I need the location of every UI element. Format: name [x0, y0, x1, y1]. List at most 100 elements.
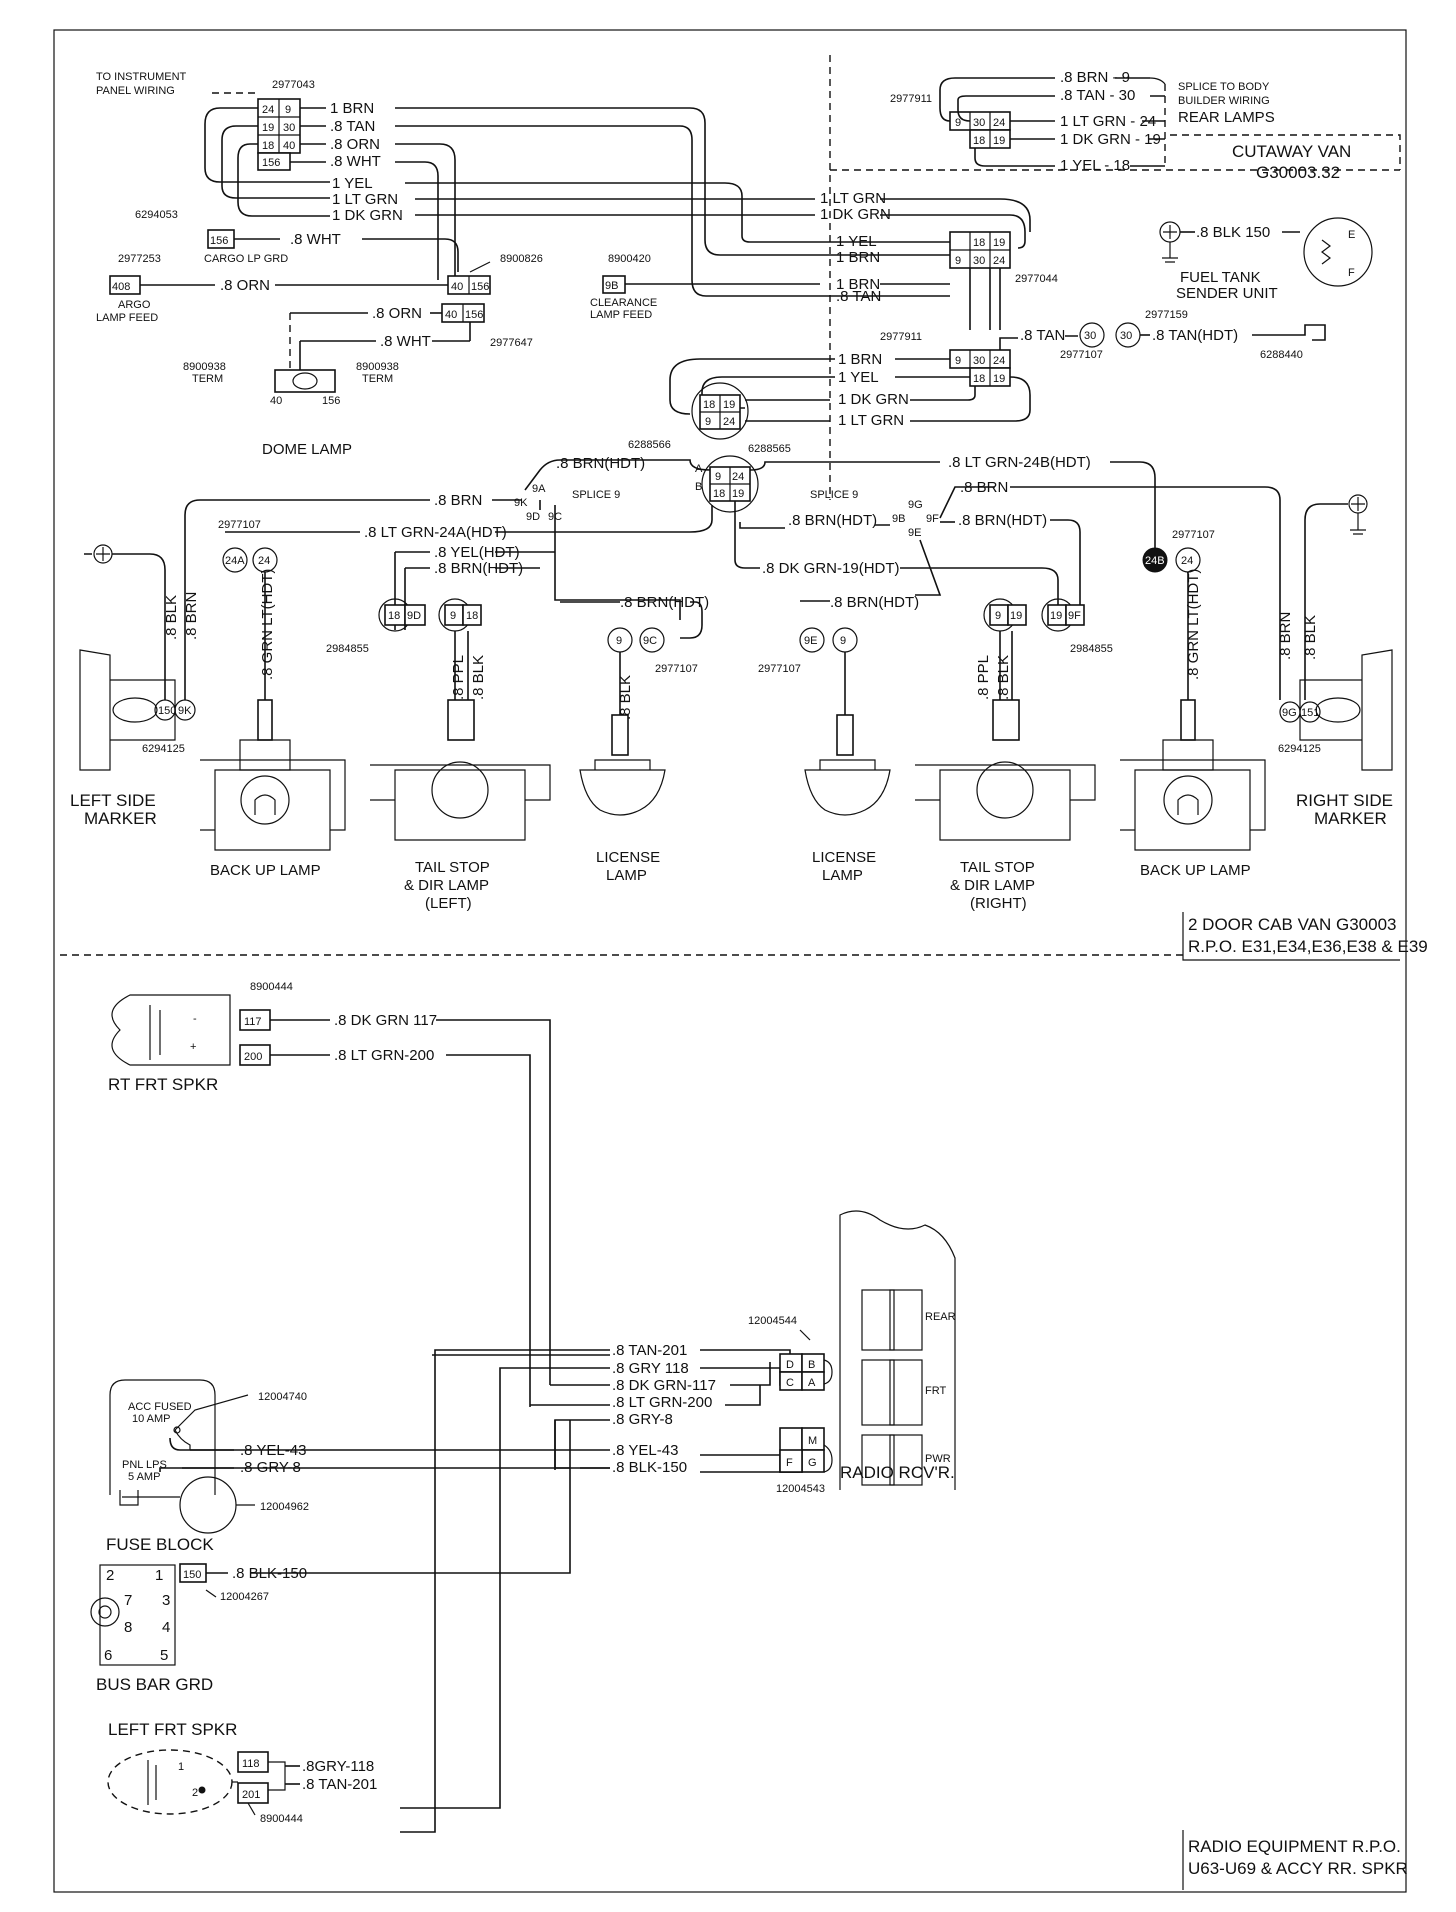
svg-text:.8GRY-118: .8GRY-118: [302, 1758, 374, 1775]
svg-text:9G: 9G: [908, 499, 923, 511]
svg-text:24B: 24B: [1145, 555, 1165, 567]
svg-text:9: 9: [955, 117, 961, 129]
cargo-lamp-feed: 2977253 408 ARGO LAMP FEED .8 ORN: [96, 253, 448, 324]
svg-text:.8 TAN-201: .8 TAN-201: [302, 1776, 377, 1793]
lower-connector-2977911: 2977911 9 30 24 18 19 .8 TAN 30 2977107 …: [669, 309, 1326, 429]
svg-text:2977911: 2977911: [890, 93, 932, 105]
svg-text:RADIO EQUIPMENT R.P.O.: RADIO EQUIPMENT R.P.O.: [1188, 1837, 1401, 1856]
svg-text:F: F: [786, 1457, 793, 1469]
license-lamp-left: 9 9C 2977107 .8 BLK LICENSE LAMP: [579, 627, 698, 884]
svg-text:.8 TAN(HDT): .8 TAN(HDT): [1152, 327, 1238, 344]
svg-text:2977253: 2977253: [118, 253, 161, 265]
svg-text:1 DK GRN - 19: 1 DK GRN - 19: [1060, 131, 1161, 148]
svg-text:2977044: 2977044: [1015, 273, 1058, 285]
svg-text:6288566: 6288566: [628, 439, 671, 451]
svg-text:8900938: 8900938: [356, 361, 399, 373]
svg-text:4: 4: [162, 1619, 170, 1636]
upper-caption: 2 DOOR CAB VAN G30003 R.P.O. E31,E34,E36…: [1182, 912, 1428, 961]
svg-text:.8 BRN(HDT): .8 BRN(HDT): [788, 512, 877, 529]
svg-text:.8 BRN - 9: .8 BRN - 9: [1060, 69, 1130, 86]
svg-text:18: 18: [262, 140, 274, 152]
hdt-harness: .8 BRN(HDT) .8 LT GRN-24B(HDT) .8 BRN SP…: [200, 454, 1281, 639]
svg-text:.8 LT GRN-200: .8 LT GRN-200: [334, 1047, 434, 1064]
back-up-lamp-left: 2977107 24A 24 .8 GRN LT(HDT) BACK UP LA…: [200, 519, 346, 879]
svg-text:.8 BLK: .8 BLK: [1302, 615, 1319, 660]
svg-text:.8 LT GRN-24A(HDT): .8 LT GRN-24A(HDT): [364, 524, 507, 541]
svg-text:19: 19: [993, 373, 1005, 385]
svg-text:6288440: 6288440: [1260, 349, 1303, 361]
svg-text:24: 24: [262, 104, 274, 116]
svg-text:1: 1: [155, 1567, 163, 1584]
svg-text:CARGO LP GRD: CARGO LP GRD: [204, 253, 288, 265]
svg-text:2977043: 2977043: [272, 79, 315, 91]
svg-text:1 BRN: 1 BRN: [330, 100, 374, 117]
svg-text:MARKER: MARKER: [84, 809, 157, 828]
svg-text:408: 408: [112, 281, 130, 293]
svg-text:BUS BAR GRD: BUS BAR GRD: [96, 1675, 213, 1694]
svg-text:1 YEL: 1 YEL: [838, 369, 879, 386]
svg-text:RIGHT SIDE: RIGHT SIDE: [1296, 791, 1393, 810]
svg-text:(LEFT): (LEFT): [425, 895, 472, 912]
tail-stop-lamp-right: 9 19 19 9F 2984855 .8 PPL .8 BLK TAIL ST…: [915, 598, 1113, 912]
svg-text:30: 30: [1120, 330, 1132, 342]
svg-text:40: 40: [283, 140, 295, 152]
power-connector-12004543: M F G 12004543: [776, 1427, 833, 1495]
left-frt-spkr: LEFT FRT SPKR 1 2 118 201 .8GRY-118 .8 T…: [107, 1720, 377, 1825]
svg-text:12004267: 12004267: [220, 1591, 269, 1603]
svg-text:18: 18: [466, 610, 478, 622]
svg-text:9G: 9G: [1282, 707, 1297, 719]
svg-text:30: 30: [973, 355, 985, 367]
tail-stop-lamp-left: 18 9D 9 18 2984855 .8 PPL .8 BLK TAIL ST…: [326, 598, 551, 912]
svg-text:40: 40: [445, 309, 457, 321]
svg-text:SPLICE 9: SPLICE 9: [810, 489, 858, 501]
svg-text:156: 156: [465, 309, 483, 321]
svg-text:LICENSE: LICENSE: [596, 849, 660, 866]
svg-text:30: 30: [283, 122, 295, 134]
svg-text:1 LT GRN - 24: 1 LT GRN - 24: [1060, 113, 1156, 130]
svg-text:PNL LPS: PNL LPS: [122, 1459, 167, 1471]
svg-text:2984855: 2984855: [1070, 643, 1113, 655]
cargo-lp-grd: 6294053 156 CARGO LP GRD .8 WHT: [135, 209, 459, 272]
left-side-marker: .8 BLK .8 BRN 150 9K 6294125 LEFT SIDE M…: [70, 499, 201, 828]
svg-text:ACC FUSED: ACC FUSED: [128, 1401, 192, 1413]
svg-text:9: 9: [955, 255, 961, 267]
svg-text:LAMP: LAMP: [606, 867, 647, 884]
svg-text:201: 201: [242, 1789, 260, 1801]
svg-text:9D: 9D: [526, 511, 540, 523]
cutaway-van-label: CUTAWAY VAN G30003.32: [1232, 142, 1351, 182]
svg-text:LAMP: LAMP: [822, 867, 863, 884]
svg-text:BACK UP LAMP: BACK UP LAMP: [1140, 862, 1251, 879]
svg-text:19: 19: [723, 399, 735, 411]
svg-text:156: 156: [262, 157, 280, 169]
svg-text:-: -: [193, 1013, 197, 1025]
svg-text:6294125: 6294125: [142, 743, 185, 755]
svg-text:FUSE BLOCK: FUSE BLOCK: [106, 1535, 214, 1554]
svg-text:18: 18: [703, 399, 715, 411]
svg-text:6288565: 6288565: [748, 443, 791, 455]
svg-text:8900420: 8900420: [608, 253, 651, 265]
svg-text:9: 9: [450, 610, 456, 622]
svg-text:.8 PPL: .8 PPL: [975, 655, 992, 700]
svg-text:24: 24: [1181, 555, 1193, 567]
svg-text:8900444: 8900444: [260, 1813, 303, 1825]
svg-text:19: 19: [993, 237, 1005, 249]
svg-text:1 DK GRN: 1 DK GRN: [332, 207, 403, 224]
svg-text:TO INSTRUMENT: TO INSTRUMENT: [96, 71, 187, 83]
svg-text:.8 LT GRN-24B(HDT): .8 LT GRN-24B(HDT): [948, 454, 1091, 471]
svg-text:156: 156: [471, 281, 489, 293]
svg-text:2977107: 2977107: [655, 663, 698, 675]
svg-text:2977159: 2977159: [1145, 309, 1188, 321]
svg-text:.8 BRN(HDT): .8 BRN(HDT): [958, 512, 1047, 529]
svg-text:118: 118: [242, 1758, 260, 1770]
svg-text:2984855: 2984855: [326, 643, 369, 655]
svg-text:1 DK GRN: 1 DK GRN: [820, 206, 891, 223]
svg-text:MARKER: MARKER: [1314, 809, 1387, 828]
svg-text:TAIL STOP: TAIL STOP: [960, 859, 1035, 876]
svg-text:.8 YEL-43: .8 YEL-43: [240, 1442, 306, 1459]
svg-text:.8 BRN: .8 BRN: [183, 592, 200, 640]
svg-text:9F: 9F: [926, 513, 939, 525]
svg-text:.8 GRN LT(HDT): .8 GRN LT(HDT): [259, 569, 276, 680]
svg-text:G30003.32: G30003.32: [1256, 163, 1340, 182]
svg-text:.8 WHT: .8 WHT: [380, 333, 431, 350]
svg-text:24: 24: [732, 471, 744, 483]
